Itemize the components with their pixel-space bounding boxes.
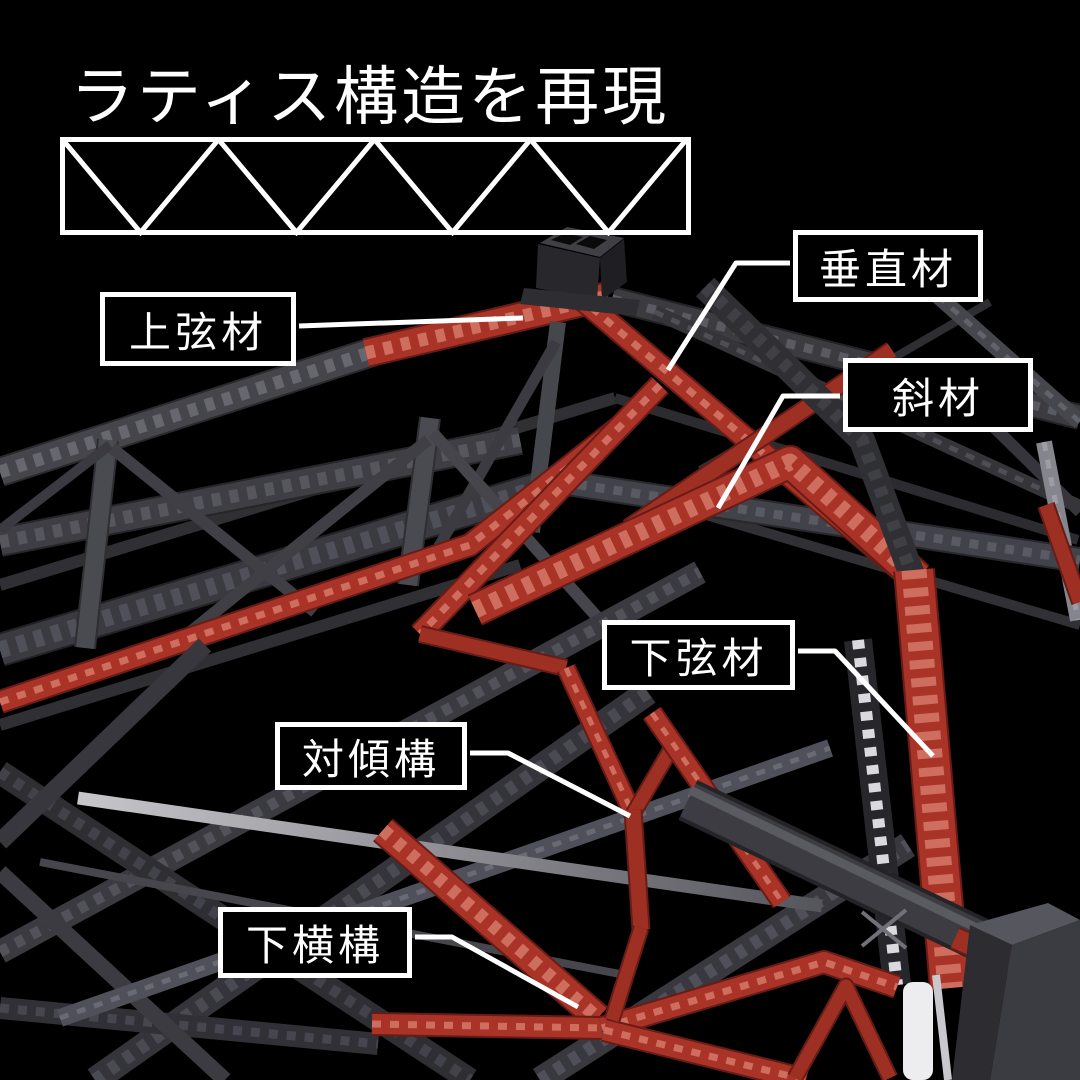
member-lateral-down (601, 1018, 809, 1080)
member-white-lattice-column (844, 638, 911, 987)
member-lateral-conn (603, 925, 650, 1023)
leader-line-sway-bracing (470, 750, 632, 819)
leader-line-lower-chord (798, 648, 935, 758)
member-beam-x2 (860, 908, 908, 948)
label-upper-chord-text: 上弦材 (128, 308, 267, 356)
label-lower-lateral-bracing: 下横構 (218, 907, 412, 978)
leader-line-lower-lateral-bracing (415, 934, 580, 1010)
label-diagonal-member: 斜材 (843, 358, 1033, 432)
member-sway-link (417, 625, 569, 677)
member-far-chord-right (613, 393, 1080, 545)
member-red-arm (411, 376, 669, 643)
label-diagonal-member-text: 斜材 (891, 374, 984, 422)
leader-lines (298, 260, 935, 1010)
member-deck-main-right (558, 469, 1080, 573)
leader-line-upper-chord (298, 315, 524, 329)
member-deck-under (0, 559, 522, 731)
member-sway-drop (623, 809, 651, 931)
abutment-front (990, 920, 1080, 1080)
member-top-chord-gray-left (0, 337, 377, 487)
member-brace-f (0, 441, 114, 534)
member-end-beam-top (688, 785, 987, 937)
member-red-sliver-right (1037, 502, 1080, 605)
abutment-top (970, 903, 1080, 945)
pier-white (903, 982, 933, 1080)
member-post-1 (74, 438, 119, 650)
member-lateral-right (598, 950, 901, 1040)
label-vertical-member-text: 垂直材 (818, 245, 957, 293)
leader-line-diagonal-member (715, 393, 840, 510)
member-stringer-light (77, 791, 823, 913)
label-lower-chord-text: 下弦材 (629, 634, 768, 682)
member-lateral-left (371, 1012, 603, 1040)
member-right-chord (695, 277, 925, 580)
member-brace-d (425, 339, 561, 565)
abutment-side (952, 925, 1012, 1080)
member-bl-4 (0, 638, 212, 849)
abutment-and-pier (903, 903, 1080, 1080)
portal-frame-block (520, 227, 640, 316)
page-title: ラティス構造を再現 (70, 61, 670, 133)
member-brace-a (108, 443, 319, 617)
label-lower-lateral-bracing-text: 下横構 (245, 922, 384, 969)
label-lower-chord: 下弦材 (602, 620, 795, 690)
label-vertical-member: 垂直材 (793, 230, 983, 302)
label-sway-bracing: 対傾構 (275, 722, 467, 790)
member-end-beam (680, 783, 993, 959)
member-red-diagonal (467, 445, 930, 626)
leader-line-vertical-member (665, 260, 790, 372)
lattice-truss-diagram-icon (60, 137, 691, 236)
label-sway-bracing-text: 対傾構 (301, 735, 440, 783)
member-lateral-aframe (787, 977, 898, 1080)
member-sway-left (556, 663, 643, 819)
member-brace-b (174, 435, 432, 647)
label-upper-chord: 上弦材 (100, 292, 296, 366)
member-lateral-target (373, 818, 608, 1030)
member-bl-7 (0, 866, 231, 1080)
